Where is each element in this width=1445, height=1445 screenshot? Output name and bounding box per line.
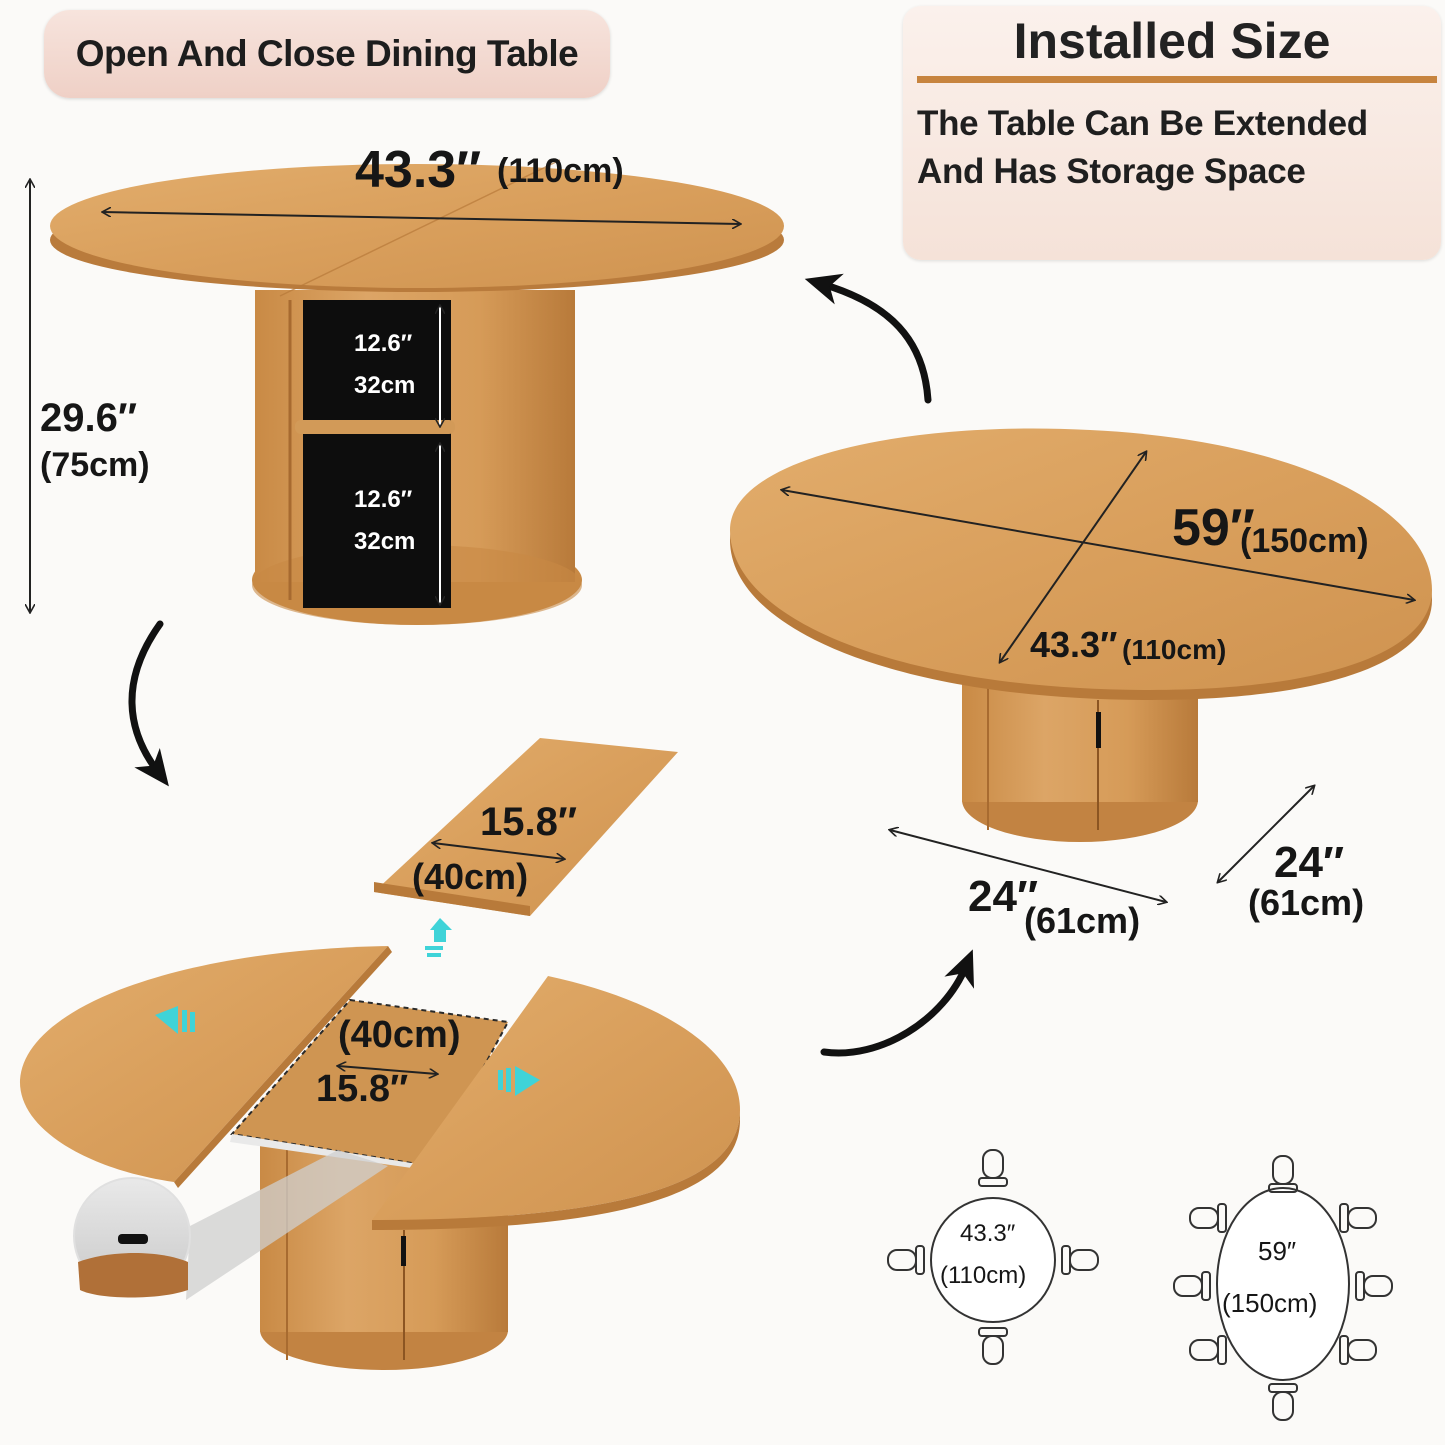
seating-oval-cm: (150cm) [1222,1288,1318,1318]
shelf-bottom-in: 12.6″ [354,486,413,513]
chair-icon [1355,1271,1393,1301]
seating-round-cm: (110cm) [940,1262,1027,1289]
gap-width-cm: (40cm) [338,1014,461,1056]
chair-icon [978,1149,1008,1187]
page-title: Open And Close Dining Table [75,33,579,74]
opened-table [19,918,740,1370]
base-width-cm: (61cm) [1024,900,1141,941]
base-depth-cm: (61cm) [1248,882,1365,923]
header-title-pill: Open And Close Dining Table [44,10,610,98]
oval-width-cm: (110cm) [1122,634,1227,665]
chair-icon [1061,1245,1099,1275]
info-line-2: And Has Storage Space [917,152,1306,191]
chair-icon [887,1245,925,1275]
info-line-1: The Table Can Be Extended [917,104,1368,143]
leaf-width-cm: (40cm) [412,856,529,897]
chair-icon [1189,1203,1227,1233]
seating-oval-in: 59″ [1258,1236,1297,1266]
chair-icon [1339,1203,1377,1233]
round-diameter-cm: (110cm) [497,152,624,190]
oval-width-in: 43.3″ [1030,624,1118,665]
gap-width-in: 15.8″ [316,1068,409,1110]
base-depth-in: 24″ [1274,838,1345,887]
seating-oval [1173,1155,1393,1421]
chair-icon [1339,1335,1377,1365]
storage-opening [303,300,451,608]
round-diameter-in: 43.3″ [355,141,482,199]
info-title: Installed Size [1013,13,1331,69]
installed-size-box: Installed Size The Table Can Be Extended… [903,6,1441,260]
slide-direction-arrows [155,918,540,1096]
shelf-top-in: 12.6″ [354,330,413,357]
chair-icon [1173,1271,1211,1301]
seating-round-in: 43.3″ [960,1220,1016,1247]
oval-length-cm: (150cm) [1240,522,1369,560]
arrow-round-to-open [128,620,169,787]
seating-round [887,1149,1099,1365]
oval-table [730,428,1432,902]
base-width-in: 24″ [968,872,1039,921]
round-height-in: 29.6″ [40,396,138,440]
shelf-bottom-cm: 32cm [354,528,416,555]
flow-arrows [128,273,975,1057]
shelf-top-cm: 32cm [354,372,416,399]
chair-icon [1268,1155,1298,1193]
extension-leaf [374,738,678,916]
info-divider [917,76,1437,83]
round-table [30,159,784,625]
oval-length-in: 59″ [1172,499,1255,557]
leaf-width-in: 15.8″ [480,800,578,844]
round-height-cm: (75cm) [40,446,150,484]
storage-shelf [295,420,455,434]
arrow-oval-to-round [804,273,932,404]
chair-icon [978,1327,1008,1365]
chair-icon [1268,1383,1298,1421]
chair-icon [1189,1335,1227,1365]
arrow-open-to-oval [820,949,975,1057]
